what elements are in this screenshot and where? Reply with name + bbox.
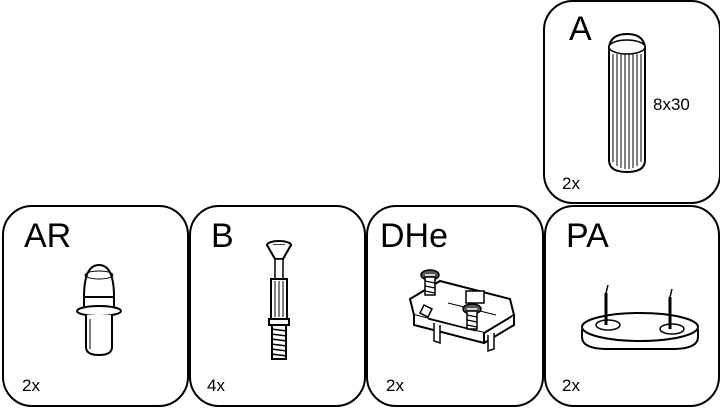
part-card-ar: AR 2x bbox=[2, 205, 189, 407]
part-code: AR bbox=[24, 217, 72, 255]
part-quantity: 2x bbox=[386, 376, 404, 395]
part-quantity: 4x bbox=[207, 376, 225, 395]
part-card-pa: PA 2x bbox=[544, 205, 720, 407]
part-card-a: A 8x30 2x bbox=[543, 0, 720, 204]
nail-plate-icon bbox=[581, 284, 699, 350]
part-card-b: B 4x bbox=[189, 205, 366, 407]
part-size: 8x30 bbox=[653, 95, 690, 114]
part-quantity: 2x bbox=[562, 174, 580, 193]
part-card-dhe: DHe 2x bbox=[366, 205, 544, 407]
part-quantity: 2x bbox=[562, 376, 580, 395]
cam-lock-bolt-icon bbox=[266, 240, 292, 360]
part-code: B bbox=[211, 217, 234, 255]
part-code: PA bbox=[566, 217, 609, 255]
part-quantity: 2x bbox=[22, 376, 40, 395]
shelf-support-pin-icon bbox=[76, 263, 122, 357]
hinge-mounting-plate-icon bbox=[408, 269, 516, 353]
part-code: DHe bbox=[380, 217, 449, 255]
part-code: A bbox=[569, 10, 592, 48]
wooden-dowel-icon bbox=[608, 32, 646, 174]
